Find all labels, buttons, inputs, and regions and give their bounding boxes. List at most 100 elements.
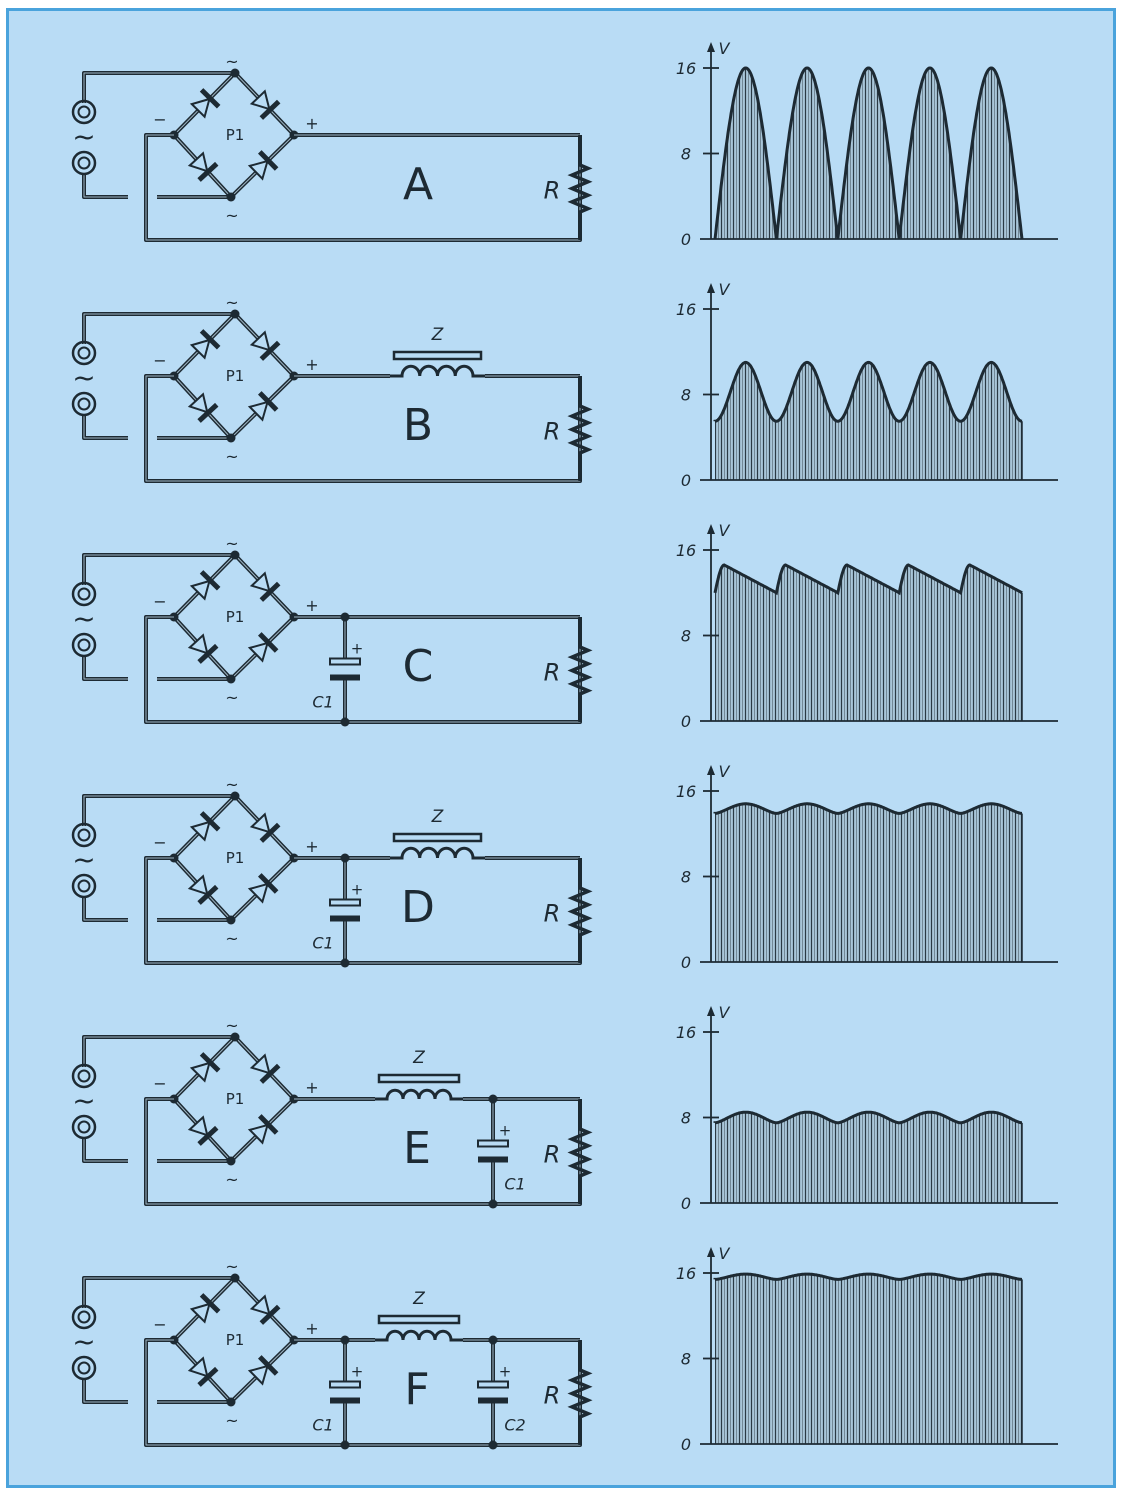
waveform-area (715, 68, 1022, 239)
wire-highlight (83, 896, 128, 921)
ac-source: ~ (71, 553, 235, 681)
resistor-r: R (544, 858, 593, 963)
diode-triangle (249, 89, 271, 111)
circuit-label: F (404, 1364, 429, 1415)
inductor-core (377, 1073, 461, 1084)
junction-dot (226, 674, 236, 684)
inductor-z: Z (375, 1048, 463, 1101)
y-axis-unit: V (719, 280, 731, 299)
circuit-f: ~P1~~+−ZR+C1+C2F (71, 1257, 593, 1450)
ac-source: ~ (71, 794, 235, 922)
junction-dot (340, 853, 350, 863)
terminal-outer (71, 581, 97, 607)
junction-dot (226, 915, 236, 925)
resistor-r: R (544, 617, 593, 722)
ac-symbol: ~ (72, 843, 95, 876)
capacitor-plate-negative (330, 674, 360, 681)
wire-highlight (83, 72, 129, 103)
ac-source: ~ (71, 1035, 235, 1163)
y-tick-label: 0 (681, 230, 691, 249)
wire (82, 71, 129, 103)
diode-icon (187, 633, 219, 664)
inductor-coil (390, 846, 485, 860)
diode-icon (247, 391, 279, 422)
junction-dot (340, 612, 350, 622)
diode-icon (249, 1053, 281, 1084)
terminal-outer (71, 822, 97, 848)
circuit-label: E (403, 1123, 431, 1174)
diode-bar (197, 643, 219, 664)
diode-icon (189, 1052, 221, 1083)
capacitor-c1: +C1 (312, 612, 363, 727)
diode-triangle (249, 571, 271, 593)
y-tick-label: 16 (676, 59, 696, 78)
wire (82, 794, 129, 826)
ac-symbol: ~ (72, 361, 95, 394)
wire-highlight (83, 1277, 129, 1308)
diode-triangle (187, 1356, 209, 1378)
diode-bar (258, 391, 279, 412)
wire-highlight (83, 554, 129, 585)
diode-triangle (189, 338, 211, 360)
ac-symbol-bottom: ~ (225, 688, 238, 707)
capacitor-c1: +C1 (312, 1335, 363, 1450)
ac-symbol: ~ (72, 602, 95, 635)
junction-dot (488, 1199, 498, 1209)
diode-bar (258, 1355, 279, 1376)
terminal-outer (71, 391, 97, 417)
plus-sign: + (305, 596, 318, 615)
waveform-line (713, 360, 1023, 423)
diode-triangle (249, 812, 271, 834)
diode-icon (249, 330, 281, 361)
minus-sign: − (153, 110, 166, 129)
diode-bar (258, 873, 279, 894)
ac-symbol-bottom: ~ (225, 1170, 238, 1189)
bridge-label: P1 (226, 608, 245, 626)
diode-triangle (247, 882, 269, 904)
circuit-c: ~P1~~+−R+C1C (71, 534, 593, 727)
y-axis-arrow (707, 1006, 715, 1016)
y-axis-unit: V (719, 521, 731, 540)
diode-triangle (247, 1364, 269, 1386)
y-tick-label: 8 (681, 386, 691, 405)
diode-bar (199, 1052, 221, 1073)
resistor-r: R (544, 1099, 593, 1204)
capacitor-c1: +C1 (312, 853, 363, 968)
diode-icon (189, 1293, 221, 1324)
terminal-outer (71, 1355, 97, 1381)
diode-icon (189, 88, 221, 119)
plus-sign: + (305, 114, 318, 133)
y-tick-label: 16 (676, 541, 696, 560)
waveform-area (715, 803, 1022, 962)
y-tick-label: 0 (681, 471, 691, 490)
circuit-label: A (403, 159, 433, 210)
ac-source: ~ (71, 312, 235, 440)
y-axis-unit: V (719, 39, 731, 58)
inductor-z: Z (375, 1289, 463, 1342)
diode-icon (249, 812, 281, 843)
inductor-label: Z (431, 807, 444, 827)
terminal-inner (77, 1069, 91, 1083)
resistor-label: R (544, 1141, 561, 1169)
resistor-label: R (544, 659, 561, 687)
capacitor-c1: +C1 (477, 1094, 526, 1209)
resistor-r: R (544, 135, 593, 240)
junction-dot (226, 192, 236, 202)
wire (82, 1276, 129, 1308)
y-tick-label: 8 (681, 145, 691, 164)
terminal-outer (71, 1114, 97, 1140)
waveform-area (715, 362, 1022, 480)
wire-highlight (83, 414, 128, 439)
diode-bar (259, 340, 281, 361)
ac-symbol-bottom: ~ (225, 206, 238, 225)
y-tick-label: 8 (681, 627, 691, 646)
capacitor-plus-sign: + (499, 1363, 512, 1381)
diode-bar (199, 88, 221, 109)
junction-dot (226, 1397, 236, 1407)
junction-dot (226, 433, 236, 443)
inductor-label: Z (412, 1048, 425, 1068)
diode-triangle (249, 1053, 271, 1075)
diode-icon (247, 1355, 279, 1386)
ac-source: ~ (71, 1276, 235, 1404)
